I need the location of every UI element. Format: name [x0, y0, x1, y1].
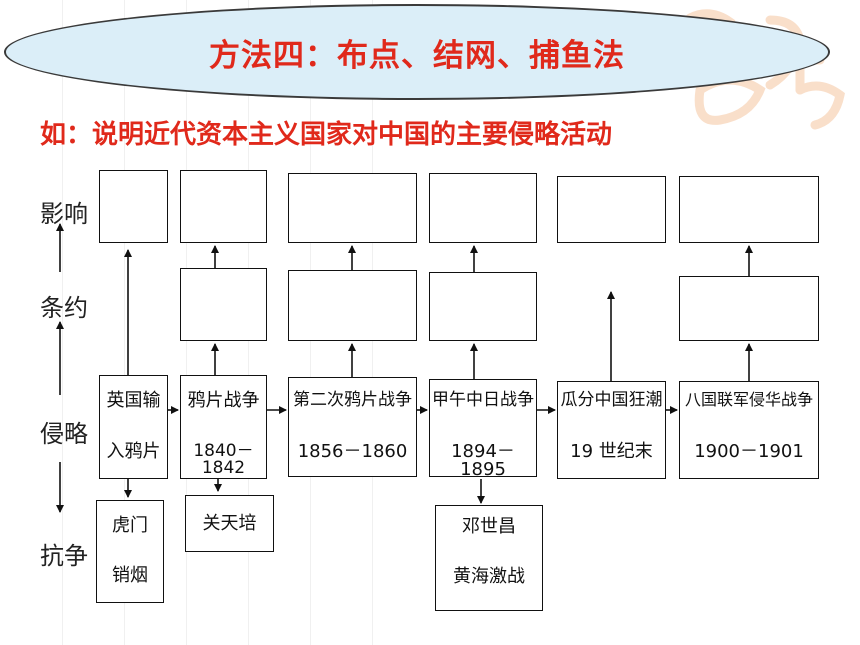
event-2-line2: 1840－1842: [193, 441, 254, 478]
row-label-aggression: 侵略: [40, 420, 88, 448]
treaty-box-3: [288, 270, 417, 341]
resistance-1-line2: 销烟: [112, 565, 148, 586]
impact-box-5: [557, 176, 666, 243]
event-3-line1: 第二次鸦片战争: [293, 390, 412, 410]
row-label-resistance: 抗争: [40, 542, 88, 570]
event-6-line2: 1900－1901: [694, 441, 804, 462]
event-2-line1: 鸦片战争: [187, 390, 260, 411]
resistance-2-line1: 关天培: [202, 513, 257, 534]
event-box-5: [557, 381, 666, 479]
resistance-box-1: [96, 500, 164, 603]
row-label-impact: 影响: [40, 200, 88, 228]
event-4-line2: 1894－1895: [451, 441, 515, 480]
impact-box-2: [180, 170, 267, 243]
event-box-6: [679, 381, 819, 479]
impact-box-6: [679, 176, 819, 243]
resistance-1-line1: 虎门: [112, 515, 148, 536]
event-box-2: [180, 375, 267, 479]
event-5-line2: 19 世纪末: [570, 441, 653, 462]
event-4-line1: 甲午中日战争: [432, 390, 534, 410]
impact-box-3: [288, 173, 417, 243]
impact-box-1: [99, 170, 168, 243]
resistance-box-2: [185, 495, 274, 552]
event-box-4: [429, 379, 537, 477]
event-1-line1: 英国输: [106, 390, 161, 411]
resistance-3-line1: 邓世昌: [462, 516, 516, 537]
title-ellipse: [4, 4, 830, 100]
event-box-3: [288, 377, 417, 477]
event-3-line2: 1856－1860: [297, 441, 408, 462]
impact-box-4: [429, 173, 537, 243]
treaty-box-4: [429, 272, 537, 341]
treaty-box-6: [679, 276, 819, 341]
treaty-box-2: [180, 268, 267, 341]
event-1-line2: 入鸦片: [106, 441, 161, 462]
event-6-line1: 八国联军侵华战争: [684, 390, 813, 409]
resistance-box-3: [435, 505, 543, 611]
resistance-3-line2: 黄海激战: [453, 566, 525, 587]
event-box-1: [99, 375, 168, 479]
background-stripe: [124, 0, 125, 645]
subtitle: 如：说明近代资本主义国家对中国的主要侵略活动: [40, 120, 613, 150]
event-5-line1: 瓜分中国狂潮: [560, 390, 663, 410]
method-title: 方法四：布点、结网、捕鱼法: [209, 38, 625, 74]
row-label-treaty: 条约: [40, 294, 88, 322]
